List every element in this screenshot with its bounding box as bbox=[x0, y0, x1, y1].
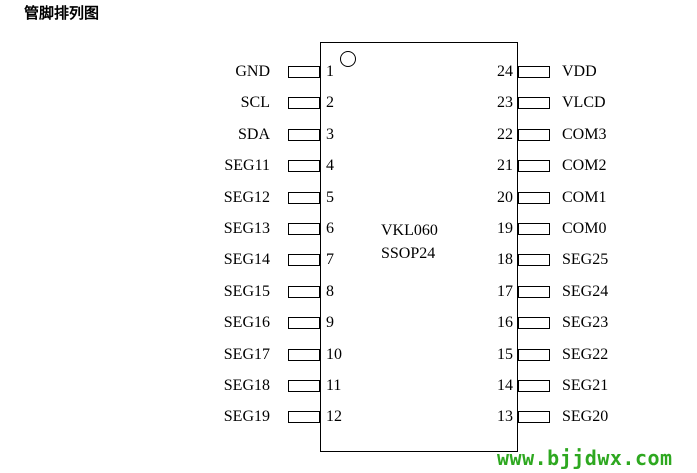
pin-name: SEG18 bbox=[223, 377, 270, 394]
pin-number: 20 bbox=[497, 188, 513, 206]
pin-name: SEG24 bbox=[562, 282, 609, 300]
chip-body bbox=[320, 42, 518, 452]
pin-number: 13 bbox=[497, 408, 513, 426]
pin-name: COM0 bbox=[562, 220, 607, 237]
pin-name: SEG15 bbox=[223, 282, 270, 300]
pin-number: 19 bbox=[497, 220, 513, 237]
pin-number: 16 bbox=[497, 314, 513, 332]
pin-stub bbox=[518, 97, 550, 110]
pin-stub bbox=[518, 254, 550, 267]
pin-stub bbox=[288, 380, 320, 392]
chip-package: SSOP24 bbox=[381, 245, 436, 262]
pin-name: GND bbox=[235, 63, 270, 80]
pin-number: 21 bbox=[497, 157, 513, 175]
pin-name: SEG25 bbox=[562, 251, 609, 269]
pin-number: 15 bbox=[497, 345, 513, 363]
pin-stub bbox=[518, 348, 550, 361]
pin-stub bbox=[288, 317, 320, 330]
pin-number: 24 bbox=[497, 63, 513, 80]
pin-number: 10 bbox=[326, 345, 342, 363]
pin-number: 4 bbox=[326, 157, 334, 175]
pin-stub bbox=[518, 66, 550, 78]
pin-number: 6 bbox=[326, 220, 334, 237]
pin1-marker-circle bbox=[340, 51, 356, 67]
pin-name: SEG20 bbox=[562, 408, 609, 426]
pin-name: SEG14 bbox=[223, 251, 270, 269]
pin-name: SEG23 bbox=[562, 314, 609, 332]
chip-name: VKL060 bbox=[381, 222, 438, 239]
pin-stub bbox=[288, 348, 320, 361]
pin-number: 17 bbox=[497, 282, 513, 300]
pin-name: VDD bbox=[562, 63, 597, 80]
pin-stub bbox=[518, 285, 550, 298]
pin-name: COM2 bbox=[562, 157, 607, 175]
pin-number: 2 bbox=[326, 94, 334, 112]
pin-name: SEG22 bbox=[562, 345, 609, 363]
pin-number: 18 bbox=[497, 251, 513, 269]
page-title: 管脚排列图 bbox=[24, 4, 100, 22]
pin-stub bbox=[288, 160, 320, 173]
pin-stub bbox=[288, 411, 320, 424]
pin-name: SEG19 bbox=[223, 408, 270, 426]
pin-name: SEG17 bbox=[223, 345, 270, 363]
pin-name: SEG13 bbox=[223, 220, 270, 237]
pin-stub bbox=[518, 160, 550, 173]
pin-stub bbox=[288, 254, 320, 267]
pin-number: 14 bbox=[497, 377, 513, 394]
pin-stub bbox=[518, 411, 550, 424]
pin-name: SEG11 bbox=[224, 157, 270, 175]
pin-number: 23 bbox=[497, 94, 513, 112]
pin-name: VLCD bbox=[562, 94, 606, 112]
pin-name: SEG16 bbox=[223, 314, 270, 332]
pin-name: SEG21 bbox=[562, 377, 609, 394]
pin-name: SCL bbox=[240, 94, 270, 112]
pin-number: 22 bbox=[497, 125, 513, 143]
pin-stub bbox=[518, 317, 550, 330]
pin-stub bbox=[288, 97, 320, 110]
pin-stub bbox=[288, 285, 320, 298]
pin-number: 5 bbox=[326, 188, 334, 206]
pin-number: 1 bbox=[326, 63, 334, 80]
pin-stub bbox=[518, 128, 550, 141]
pin-number: 9 bbox=[326, 314, 334, 332]
pin-stub bbox=[288, 191, 320, 204]
watermark: www.bjjdwx.com bbox=[497, 446, 673, 470]
pin-name: COM3 bbox=[562, 125, 607, 143]
pin-stub bbox=[288, 66, 320, 78]
pin-number: 8 bbox=[326, 282, 334, 300]
pin-stub bbox=[288, 128, 320, 141]
pin-stub bbox=[518, 223, 550, 235]
pin-stub bbox=[288, 223, 320, 235]
pin-name: SDA bbox=[237, 125, 270, 143]
pin-name: COM1 bbox=[562, 188, 607, 206]
pin-name: SEG12 bbox=[223, 188, 270, 206]
pin-number: 7 bbox=[326, 251, 334, 269]
pin-number: 3 bbox=[326, 125, 334, 143]
pin-stub bbox=[518, 380, 550, 392]
pin-stub bbox=[518, 191, 550, 204]
pin-number: 12 bbox=[326, 408, 342, 426]
pin-number: 11 bbox=[326, 377, 342, 394]
